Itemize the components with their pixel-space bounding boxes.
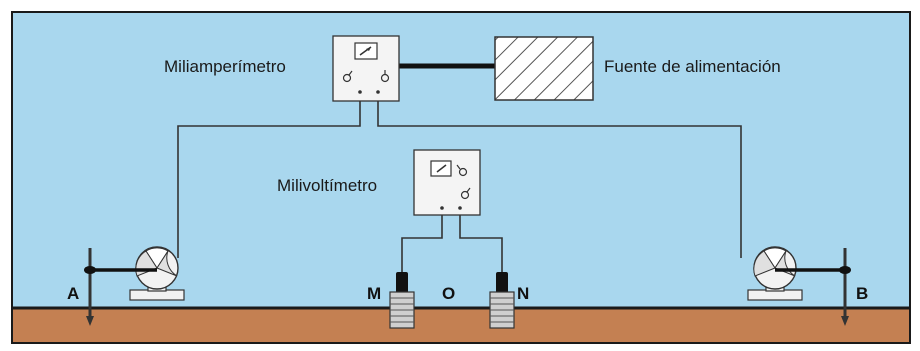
milliammeter-label: Miliamperímetro — [164, 57, 286, 76]
milliammeter-instrument — [332, 35, 400, 102]
power-source-box — [494, 36, 594, 101]
right-cable-reel — [747, 246, 845, 301]
electrode-n-label: N — [517, 284, 529, 303]
center-point-o-label: O — [442, 284, 455, 303]
millivoltmeter-knob-icon — [456, 164, 471, 200]
diagram-frame — [11, 11, 911, 344]
electrode-a-stake — [84, 248, 96, 326]
electrode-n-porous-pot — [489, 272, 515, 329]
power-source-label: Fuente de alimentación — [604, 57, 781, 76]
electrode-a-label: A — [67, 284, 79, 303]
electrode-m-label: M — [367, 284, 381, 303]
millivoltmeter-instrument — [413, 149, 481, 216]
potential-circuit-wires — [401, 208, 503, 272]
milliammeter-knob-icon — [342, 70, 390, 83]
millivoltmeter-label: Milivoltímetro — [277, 176, 377, 195]
electrode-b-label: B — [856, 284, 868, 303]
electrode-m-porous-pot — [389, 272, 415, 329]
left-cable-reel — [90, 246, 185, 301]
ground-layer — [12, 308, 910, 343]
current-circuit-wires — [177, 92, 742, 258]
electrode-b-stake — [839, 248, 851, 326]
